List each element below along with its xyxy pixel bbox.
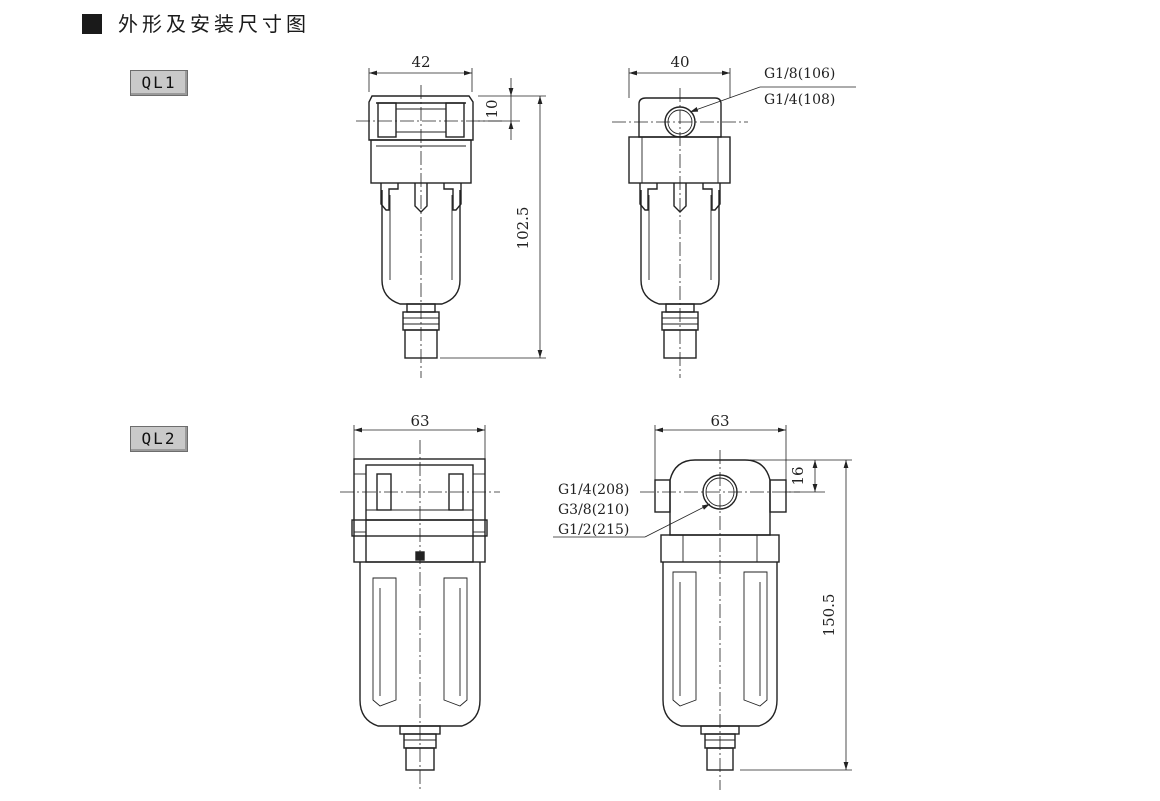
ql2-side-view: 63 1	[553, 412, 852, 790]
ql1-side-width-dim: 40	[670, 53, 689, 71]
ql2-total-height-dim: 150.5	[820, 594, 838, 637]
ql2-port-spec-3: G1/2(215)	[558, 522, 629, 538]
ql2-front-view: 63	[340, 412, 500, 790]
model-tag-ql1: QL1	[130, 70, 188, 96]
ql1-side-view: 40 G	[612, 53, 856, 378]
ql1-port-spec-1: G1/8(106)	[764, 66, 835, 82]
ql1-front-width-dim: 42	[411, 53, 430, 71]
ql2-side-width-dim: 63	[710, 412, 729, 430]
ql2-port-spec-2: G3/8(210)	[558, 502, 629, 518]
section-title: 外形及安装尺寸图	[118, 12, 310, 36]
ql1-port-offset-dim: 10	[483, 99, 501, 118]
ql1-port-spec-2: G1/4(108)	[764, 92, 835, 108]
ql2-port-offset-dim: 16	[789, 466, 807, 485]
ql2-port-spec-1: G1/4(208)	[558, 482, 629, 498]
ql1-total-height-dim: 102.5	[514, 207, 532, 250]
ql1-front-view: 42	[356, 53, 546, 378]
ql2-front-width-dim: 63	[410, 412, 429, 430]
model-tag-ql2: QL2	[130, 426, 188, 452]
section-bullet-icon	[82, 14, 102, 34]
